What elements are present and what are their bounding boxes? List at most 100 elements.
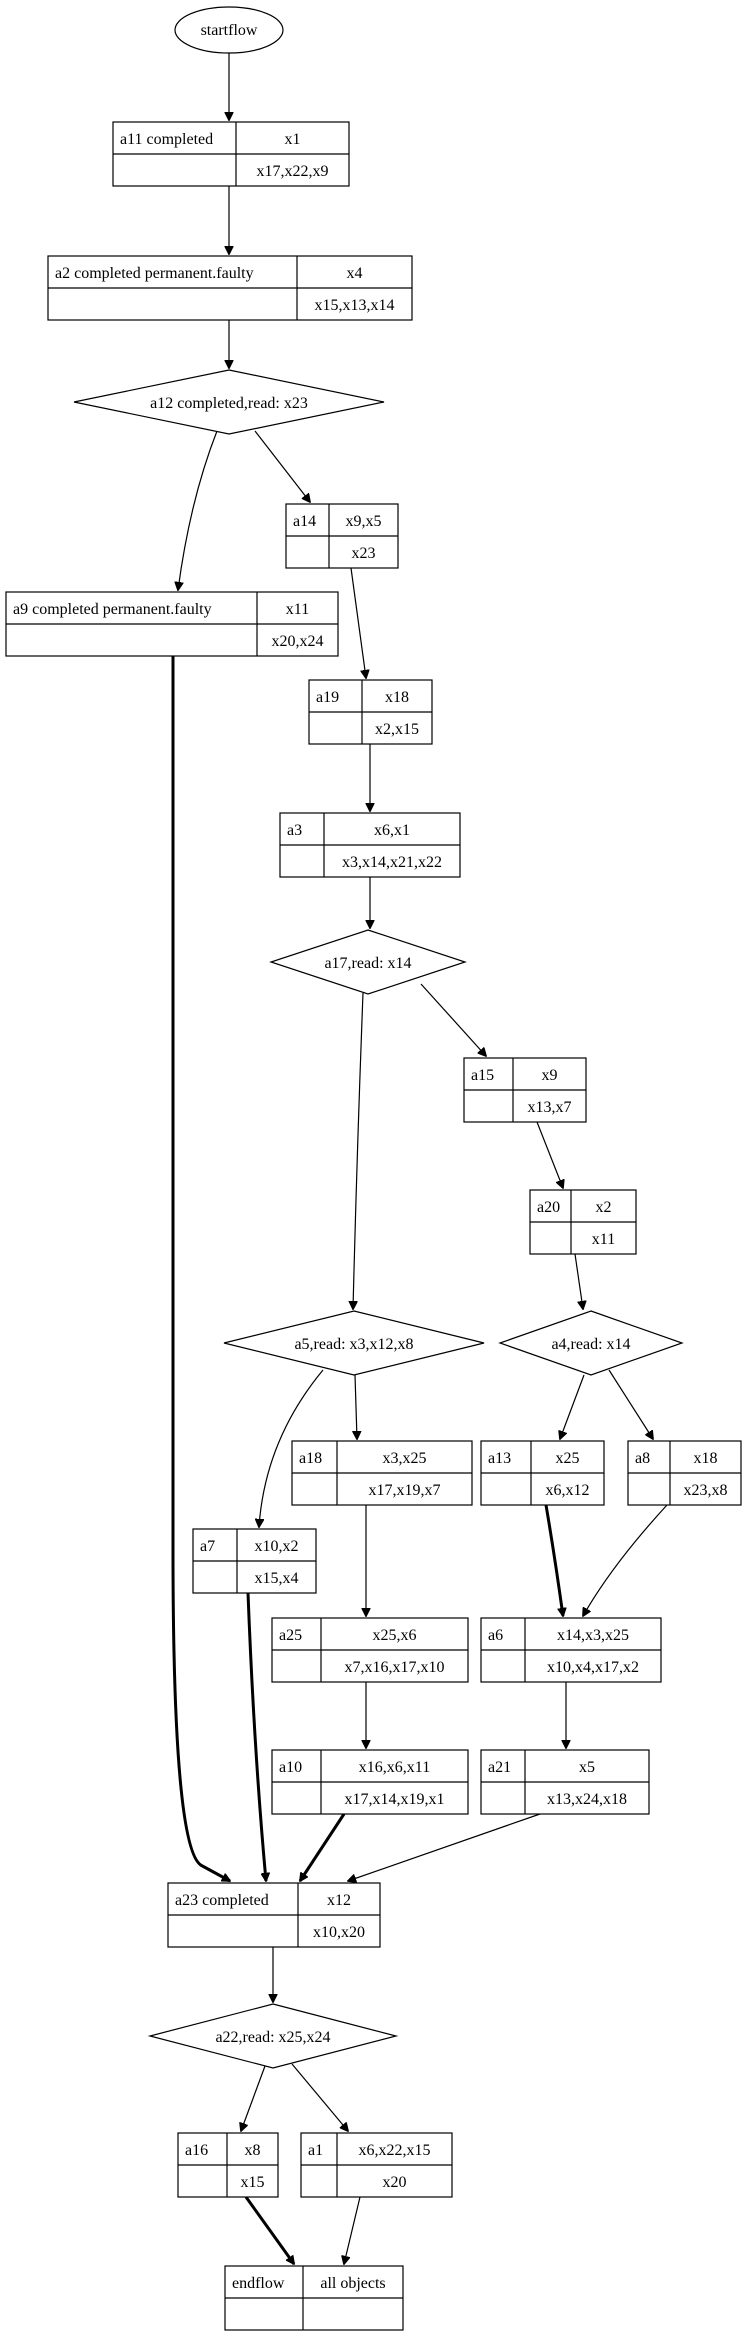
decision-a4: a4,read: x14 xyxy=(498,1310,684,1376)
node-label: a9 completed permanent.faulty xyxy=(13,601,212,618)
node-a16: a16 x8 x15 xyxy=(177,2132,279,2198)
edge-a9-to-a23 xyxy=(171,656,230,1883)
edge-a7-to-a23 xyxy=(246,1592,266,1881)
node-writes: x10,x2 xyxy=(255,1538,299,1555)
node-reads: x6,x12 xyxy=(546,1482,590,1499)
node-writes: x6,x1 xyxy=(374,822,410,839)
edge-a8-to-a6 xyxy=(583,1504,668,1616)
decision-label: a12 completed,read: x23 xyxy=(150,395,308,412)
node-a25: a25 x25,x6 x7,x16,x17,x10 xyxy=(271,1617,469,1683)
node-reads: x2,x15 xyxy=(375,721,419,738)
node-reads: x13,x7 xyxy=(528,1099,572,1116)
node-label: a2 completed permanent.faulty xyxy=(55,265,254,282)
node-reads: x20,x24 xyxy=(272,633,324,650)
node-writes: x2 xyxy=(596,1199,612,1216)
node-label: a15 xyxy=(471,1067,494,1084)
decision-diamond xyxy=(147,2003,399,2069)
node-label: a25 xyxy=(279,1627,302,1644)
edge-a4-to-a8 xyxy=(608,1369,653,1439)
edge-a20-to-a4 xyxy=(574,1253,583,1309)
node-reads: x23 xyxy=(352,545,376,562)
node-writes: x18 xyxy=(385,689,409,706)
decision-diamond xyxy=(73,369,385,435)
node-label: a18 xyxy=(299,1450,322,1467)
edge-a12-to-a9 xyxy=(178,430,218,590)
edges-layer xyxy=(171,53,668,2264)
node-label: a3 xyxy=(287,822,302,839)
node-label: a19 xyxy=(316,689,339,706)
node-a20: a20 x2 x11 xyxy=(529,1189,637,1255)
edge-a5-to-a7 xyxy=(259,1369,324,1527)
node-reads: x17,x14,x19,x1 xyxy=(345,1791,445,1808)
decision-diamond xyxy=(223,1310,485,1376)
node-label: a1 xyxy=(308,2142,323,2159)
edge-a21-to-a23 xyxy=(348,1813,541,1881)
node-label: a10 xyxy=(279,1759,302,1776)
node-writes: x1 xyxy=(285,131,301,148)
edge-a5-to-a18 xyxy=(355,1374,357,1439)
edge-a10-to-a23 xyxy=(298,1813,346,1881)
node-writes: x3,x25 xyxy=(383,1450,427,1467)
edge-a13-to-a6 xyxy=(544,1504,563,1616)
node-label: a16 xyxy=(185,2142,208,2159)
edge-a15-to-a20 xyxy=(536,1121,563,1188)
node-a18: a18 x3,x25 x17,x19,x7 xyxy=(291,1440,473,1506)
edge-a17-to-a15 xyxy=(420,983,486,1056)
node-writes: x25,x6 xyxy=(373,1627,417,1644)
decision-label: a5,read: x3,x12,x8 xyxy=(294,1336,413,1353)
node-writes: x5 xyxy=(579,1759,595,1776)
node-label: a7 xyxy=(200,1538,215,1555)
start-node: startflow xyxy=(174,6,284,54)
node-reads: x11 xyxy=(592,1231,615,1248)
edge-a16-to-end xyxy=(244,2196,296,2264)
edge-a1-to-end xyxy=(344,2196,361,2264)
node-reads: x15 xyxy=(241,2174,265,2191)
node-label: a20 xyxy=(537,1199,560,1216)
node-writes: x18 xyxy=(694,1450,718,1467)
node-label: a6 xyxy=(488,1627,503,1644)
node-reads: x13,x24,x18 xyxy=(547,1791,627,1808)
decision-label: a4,read: x14 xyxy=(551,1336,630,1353)
node-a9: a9 completed permanent.faulty x11 x20,x24 xyxy=(5,591,339,657)
decision-a12: a12 completed,read: x23 xyxy=(73,369,385,435)
decision-a17: a17,read: x14 xyxy=(269,929,467,995)
node-reads: x7,x16,x17,x10 xyxy=(345,1659,445,1676)
node-label: a23 completed xyxy=(175,1892,269,1909)
node-label: endflow xyxy=(232,2275,285,2292)
node-writes: x8 xyxy=(245,2142,261,2159)
edge-a12-to-a14 xyxy=(254,430,310,502)
start-ellipse xyxy=(174,6,284,54)
node-reads: x17,x22,x9 xyxy=(257,163,329,180)
node-writes: x11 xyxy=(286,601,309,618)
node-reads: x10,x20 xyxy=(313,1924,365,1941)
node-reads: x15,x13,x14 xyxy=(315,297,395,314)
node-writes: x4 xyxy=(347,265,363,282)
node-label: a21 xyxy=(488,1759,511,1776)
node-reads: x17,x19,x7 xyxy=(369,1482,441,1499)
node-reads: x20 xyxy=(383,2174,407,2191)
decision-diamond xyxy=(498,1310,684,1376)
node-writes: x16,x6,x11 xyxy=(359,1759,430,1776)
node-a10: a10 x16,x6,x11 x17,x14,x19,x1 xyxy=(271,1749,469,1815)
node-reads: x23,x8 xyxy=(684,1482,728,1499)
node-writes: x14,x3,x25 xyxy=(557,1627,629,1644)
node-reads: x10,x4,x17,x2 xyxy=(547,1659,639,1676)
node-a19: a19 x18 x2,x15 xyxy=(308,679,433,745)
edge-a22-to-a16 xyxy=(241,2065,266,2131)
decision-a5: a5,read: x3,x12,x8 xyxy=(223,1310,485,1376)
node-writes: x9,x5 xyxy=(346,513,382,530)
edge-a14-to-a19 xyxy=(350,567,366,678)
node-writes: all objects xyxy=(320,2275,385,2292)
edge-a4-to-a13 xyxy=(560,1374,585,1439)
node-a6: a6 x14,x3,x25 x10,x4,x17,x2 xyxy=(480,1617,662,1683)
decision-label: a22,read: x25,x24 xyxy=(215,2029,330,2046)
